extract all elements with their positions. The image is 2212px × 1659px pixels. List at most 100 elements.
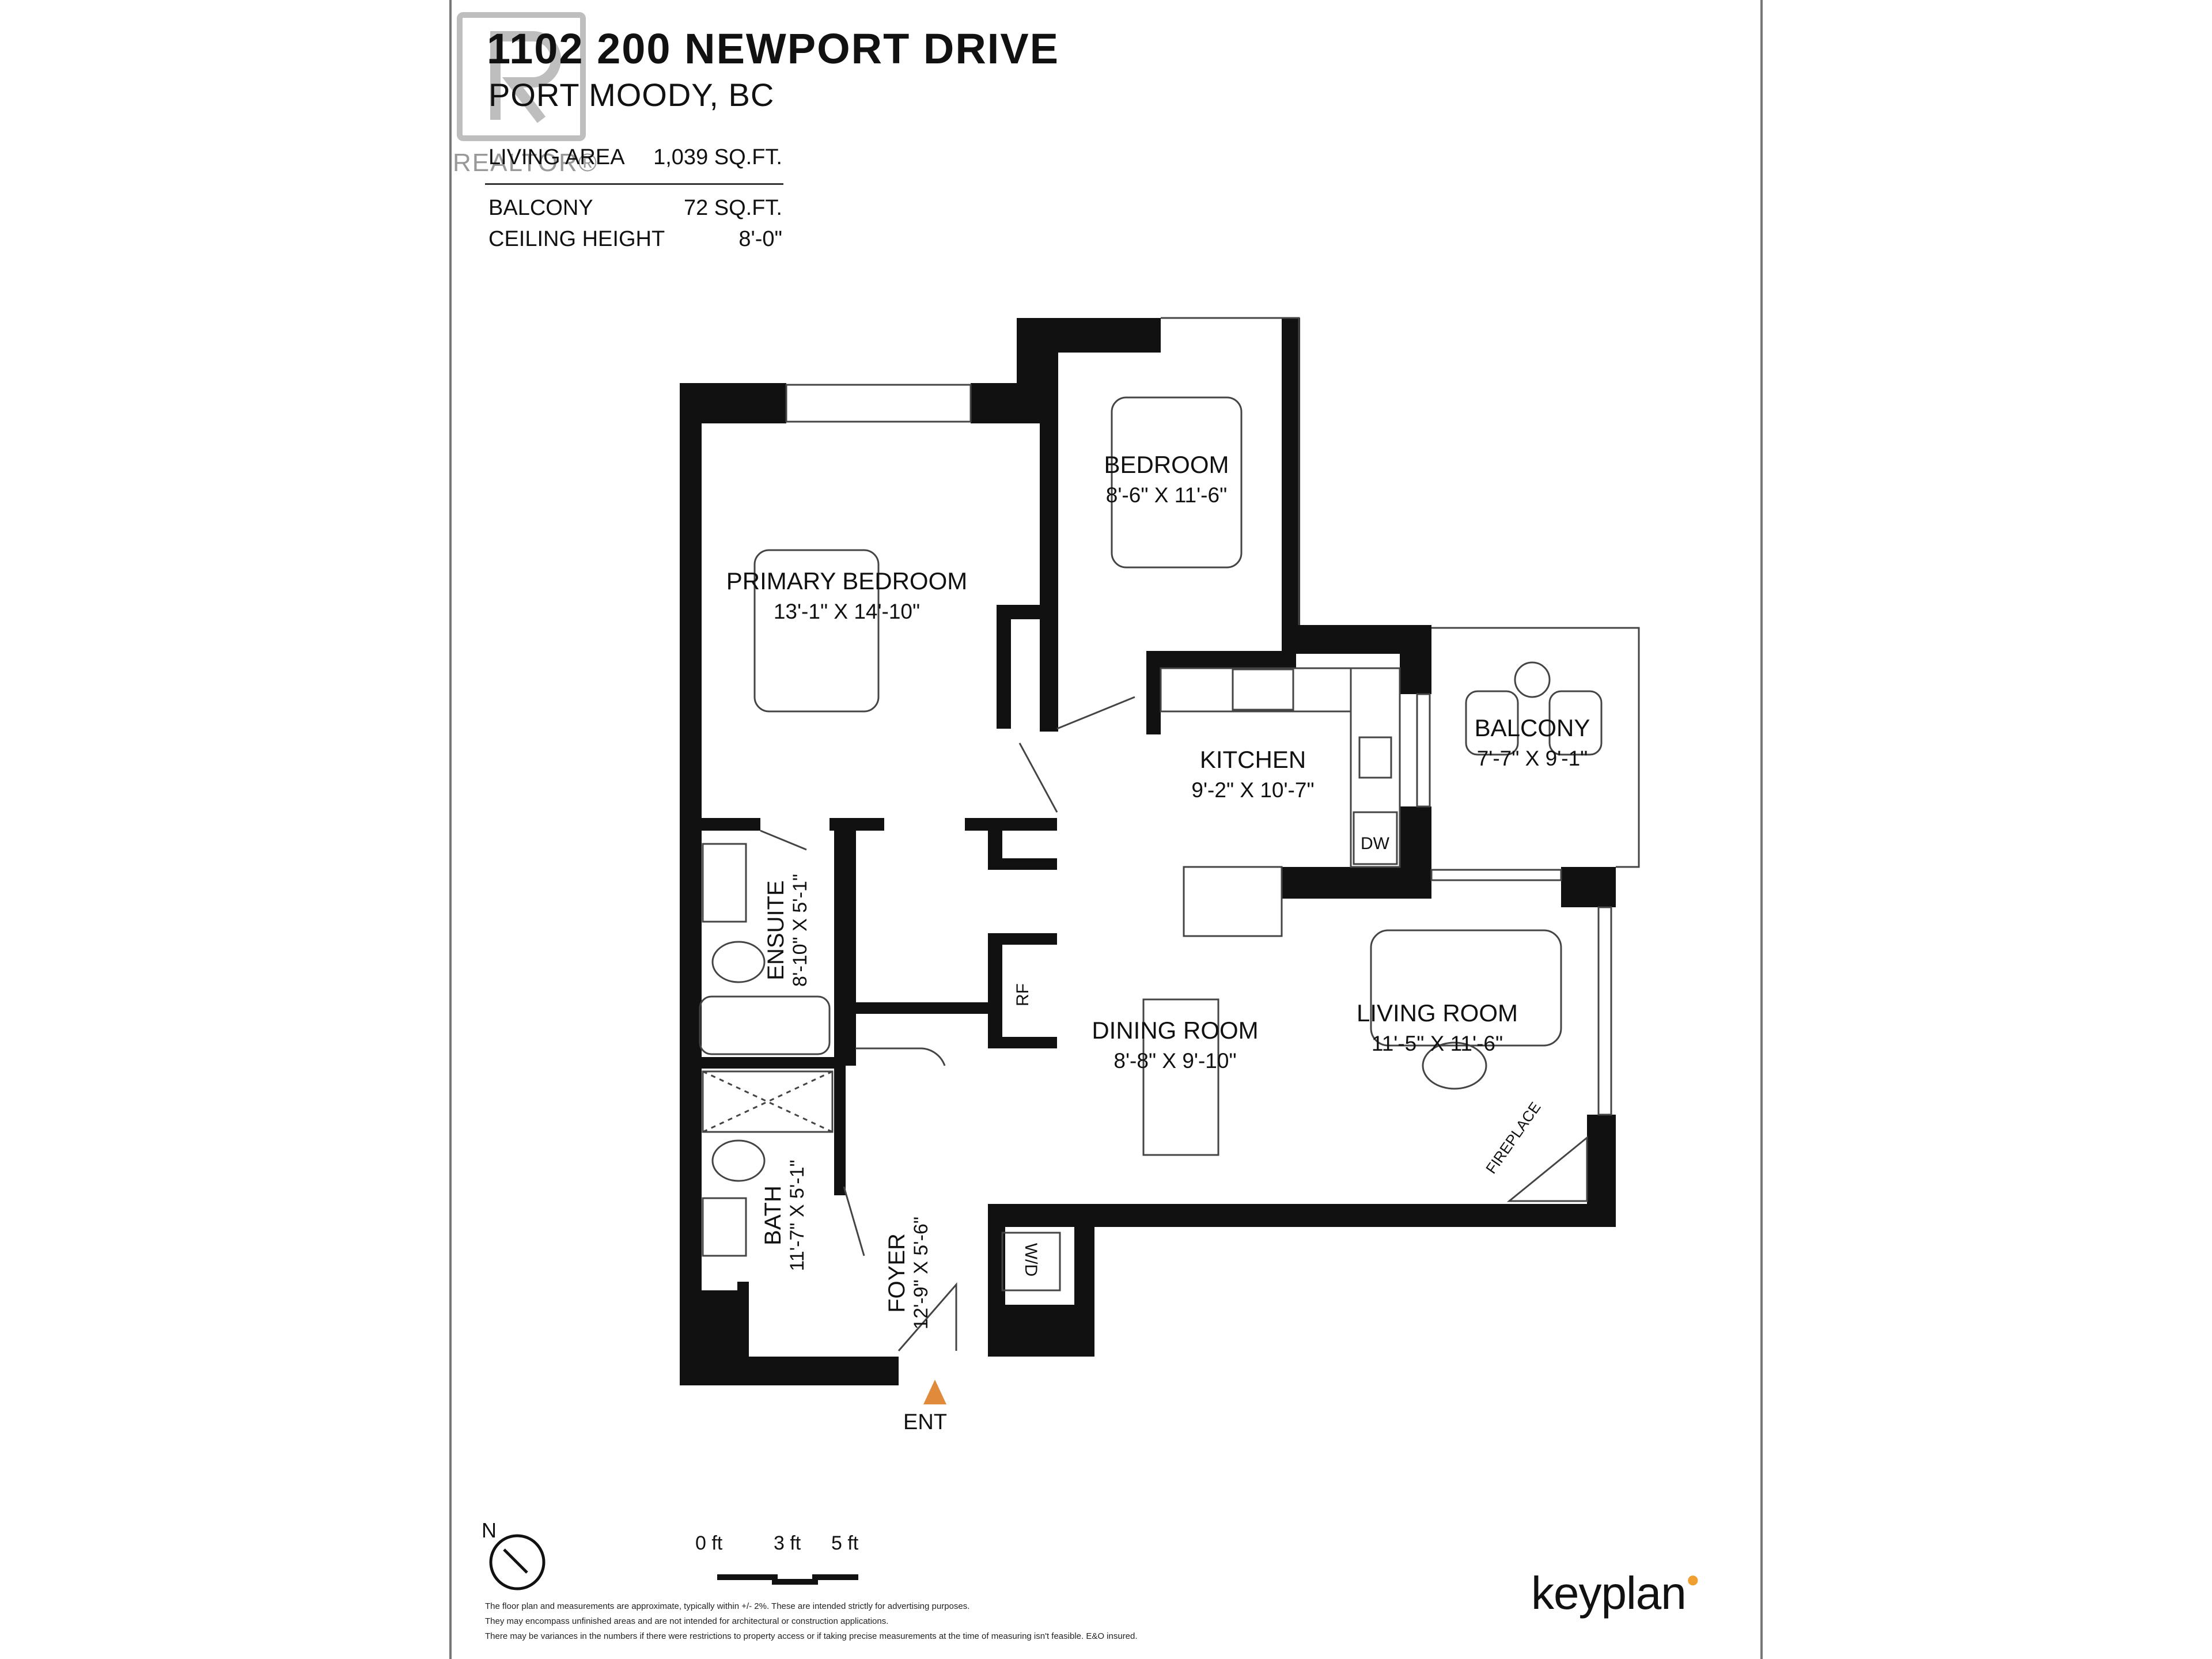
- balcony-chair-left: [1465, 690, 1519, 756]
- wall-fridge-bottom: [988, 1037, 1057, 1048]
- stat-label: CEILING HEIGHT: [488, 227, 665, 251]
- wall-ensuite-north: [691, 818, 760, 831]
- window-living: [1597, 906, 1612, 1116]
- logo-flame-icon: ●: [1685, 1567, 1700, 1592]
- window-kitchen: [1416, 693, 1431, 808]
- room-balcony: BALCONY 7'-7" X 9'-1": [1457, 714, 1607, 771]
- scale-label-0: 0 ft: [695, 1532, 723, 1554]
- coffee-table: [1422, 1041, 1487, 1090]
- floorplan-sheet: [449, 0, 1763, 1659]
- stat-value: 1,039 SQ.FT.: [653, 145, 782, 169]
- bath-vanity: [702, 1197, 747, 1257]
- sofa: [1370, 929, 1562, 1047]
- primary-bed: [753, 549, 880, 713]
- wall-closet-north: [965, 818, 1057, 831]
- balcony-rail: [1431, 627, 1640, 868]
- room-dims: 12'-9" X 5'-6": [910, 1217, 932, 1330]
- stat-divider: [485, 183, 783, 185]
- ensuite-vanity: [702, 843, 747, 923]
- room-dims: 11'-7" X 5'-1": [786, 1160, 808, 1271]
- ensuite-tub: [699, 995, 831, 1055]
- wall-ensuite-east: [834, 818, 856, 1066]
- entrance-label: ENT: [903, 1410, 947, 1434]
- wall-kitchen-north-inner: [1152, 651, 1296, 668]
- wall-primary-closet-left: [997, 605, 1011, 729]
- room-living-room: LIVING ROOM 11'-5" X 11'-6": [1348, 999, 1527, 1056]
- north-label: N: [482, 1518, 497, 1542]
- wall-kitchen-east-top: [1400, 639, 1431, 694]
- room-dims: 7'-7" X 9'-1": [1476, 747, 1588, 770]
- stat-balcony: BALCONY 72 SQ.FT.: [488, 196, 782, 222]
- window-bedroom: [1161, 317, 1300, 625]
- dishwasher-label: DW: [1361, 834, 1389, 853]
- ensuite-toilet: [711, 941, 766, 983]
- logo-text: keyplan: [1531, 1567, 1687, 1619]
- fireplace: [1506, 1135, 1588, 1202]
- door-bath: [843, 1186, 865, 1256]
- wall-kitchen-west: [1146, 651, 1161, 734]
- balcony-table: [1514, 661, 1551, 698]
- keyplan-logo: keyplan●: [1531, 1567, 1700, 1620]
- wall-south-foyer-right: [988, 1305, 1094, 1357]
- room-primary-bedroom: PRIMARY BEDROOM 13'-1" X 14'-10": [717, 567, 976, 624]
- disclaimer-line: They may encompass unfinished areas and …: [485, 1616, 889, 1626]
- door-dining-closet: [855, 1047, 946, 1066]
- disclaimer-line: The floor plan and measurements are appr…: [485, 1601, 970, 1611]
- door-ensuite: [760, 830, 807, 851]
- scale-label-5: 5 ft: [831, 1532, 859, 1554]
- window-primary-bedroom: [785, 384, 972, 423]
- wall-kitchen-south: [1282, 867, 1431, 899]
- room-dims: 8'-6" X 11'-6": [1105, 483, 1228, 507]
- room-kitchen: KITCHEN 9'-2" X 10'-7": [1175, 746, 1331, 802]
- room-name: ENSUITE: [763, 880, 789, 980]
- kitchen-island: [1183, 866, 1283, 937]
- kitchen-counter-east: [1350, 667, 1401, 868]
- wall-living-ne-column: [1561, 867, 1616, 907]
- wall-fridge-top: [988, 933, 1057, 945]
- wall-dining-west-top: [855, 1002, 988, 1014]
- room-dims: 8'-10" X 5'-1": [789, 874, 811, 987]
- stat-living-area: LIVING AREA 1,039 SQ.FT.: [488, 145, 782, 172]
- room-name: BALCONY: [1474, 714, 1590, 741]
- room-dims: 13'-1" X 14'-10": [773, 600, 921, 623]
- door-primary-bedroom: [1056, 696, 1135, 730]
- room-name: LIVING ROOM: [1356, 999, 1518, 1027]
- stat-ceiling-height: CEILING HEIGHT 8'-0": [488, 227, 782, 253]
- stat-value: 8'-0": [738, 227, 782, 251]
- room-dining-room: DINING ROOM 8'-8" X 9'-10": [1089, 1017, 1262, 1073]
- scale-label-3: 3 ft: [774, 1532, 801, 1554]
- kitchen-sink: [1358, 736, 1392, 779]
- room-foyer: FOYER 12'-9" X 5'-6": [884, 1187, 942, 1359]
- room-name: BEDROOM: [1104, 451, 1229, 478]
- room-bath: BATH 11'-7" X 5'-1": [760, 1129, 818, 1302]
- room-ensuite: ENSUITE 8'-10" X 5'-1": [763, 844, 821, 1017]
- bedroom-bed: [1111, 396, 1243, 569]
- balcony-chair-right: [1548, 690, 1603, 756]
- wall-west: [680, 383, 702, 1385]
- location-subtitle: PORT MOODY, BC: [488, 77, 775, 113]
- page-title: 1102 200 NEWPORT DRIVE: [487, 25, 1060, 73]
- washer-dryer-label: W/D: [1021, 1243, 1041, 1277]
- dishwasher: [1353, 811, 1398, 865]
- room-name: PRIMARY BEDROOM: [726, 567, 968, 594]
- realtor-r-logo-icon: [457, 12, 586, 141]
- door-entry: [897, 1282, 957, 1351]
- room-dims: 9'-2" X 10'-7": [1191, 778, 1315, 802]
- room-name: DINING ROOM: [1092, 1017, 1259, 1044]
- north-compass-icon: [489, 1534, 546, 1590]
- wall-south-bath: [680, 1357, 899, 1385]
- room-name: BATH: [760, 1185, 786, 1245]
- stat-label: LIVING AREA: [488, 145, 625, 169]
- wall-primary-bedroom-east: [1040, 351, 1058, 732]
- realtor-watermark-text: REALTOR®: [453, 149, 599, 177]
- stat-label: BALCONY: [488, 196, 593, 220]
- bath-shower: [702, 1070, 834, 1133]
- cooktop: [1232, 668, 1294, 711]
- washer-dryer: [1001, 1232, 1061, 1291]
- wall-bath-sw: [737, 1282, 749, 1362]
- wall-bedroom-east: [1282, 318, 1300, 641]
- entrance-arrow-icon: [923, 1380, 946, 1404]
- room-name: KITCHEN: [1199, 746, 1306, 773]
- fridge-label: RF: [1013, 983, 1032, 1006]
